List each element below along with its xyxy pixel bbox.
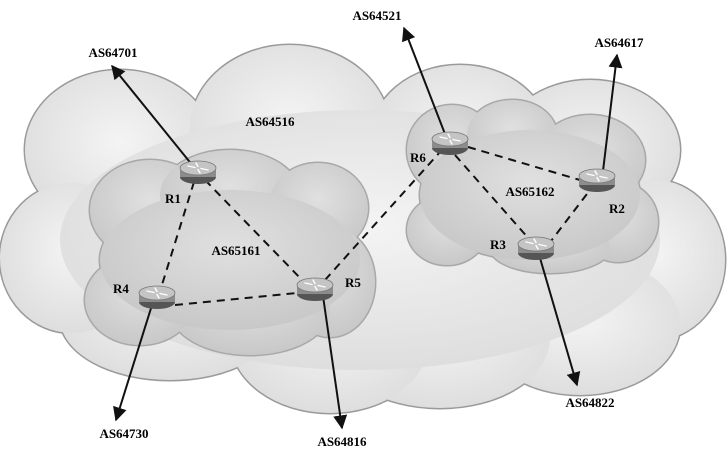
arrow-r3-external [539, 257, 581, 387]
link-r6-r3 [454, 154, 531, 241]
link-r6-r2 [467, 146, 581, 181]
router-label-r4: R4 [113, 281, 129, 296]
external-as-label-r5: AS64816 [317, 434, 367, 449]
arrow-r5-external [322, 295, 348, 430]
inner-left-as-label: AS65161 [211, 243, 260, 258]
link-r4-r5 [174, 292, 298, 306]
link-r3-r2 [547, 189, 591, 246]
router-label-r3: R3 [490, 237, 506, 252]
arrow-r4-external [113, 304, 153, 422]
router-label-r1: R1 [165, 191, 181, 206]
router-label-r2: R2 [609, 201, 625, 216]
inner-right-as-label: AS65162 [505, 184, 554, 199]
router-icon-r2 [578, 168, 616, 192]
router-label-r6: R6 [410, 150, 426, 165]
router-icon-r3 [517, 236, 555, 260]
router-icon-r5 [296, 277, 334, 301]
external-as-label-r2: AS64617 [594, 35, 644, 50]
external-links [111, 26, 623, 430]
external-as-label-r4: AS64730 [99, 426, 148, 441]
arrow-r1-external [111, 64, 194, 167]
link-r1-r4 [160, 181, 195, 289]
internal-links [160, 146, 591, 306]
link-r5-r6 [324, 151, 441, 281]
arrow-r2-external [602, 53, 623, 172]
external-as-label-r3: AS64822 [565, 395, 614, 410]
router-icon-r4 [138, 285, 176, 309]
router-label-r5: R5 [345, 275, 361, 290]
router-icon-r6 [431, 131, 469, 155]
external-as-label-r6: AS64521 [352, 8, 401, 23]
external-as-label-r1: AS64701 [88, 45, 137, 60]
inner-right-as-cloud [405, 98, 660, 275]
labels: AS64516 AS65161 AS65162 R1 R4 R5 R6 R2 R… [88, 8, 644, 449]
link-r1-r5 [204, 179, 306, 284]
arrow-r6-external [402, 26, 446, 135]
routers [138, 131, 616, 309]
router-icon-r1 [179, 160, 217, 184]
outer-as-label: AS64516 [245, 114, 295, 129]
